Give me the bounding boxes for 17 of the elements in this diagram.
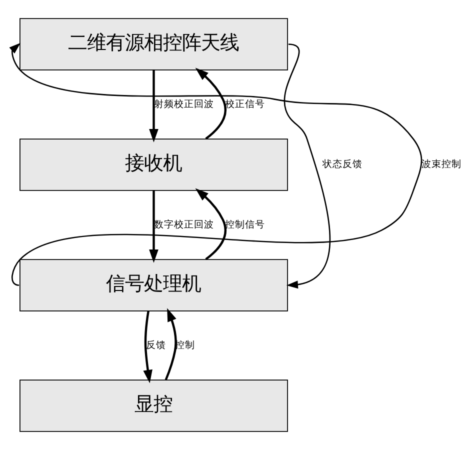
- edge-label: 控制信号: [225, 218, 266, 230]
- node-box: 显控: [20, 379, 288, 432]
- node-box: 信号处理机: [20, 258, 288, 311]
- edge-label: 反馈: [146, 339, 166, 350]
- arrow: [9, 42, 422, 286]
- arrow: [195, 67, 226, 140]
- node-box: 二维有源相控阵天线: [20, 18, 288, 70]
- node-box: 接收机: [20, 138, 288, 190]
- arrow: [149, 190, 158, 262]
- arrow: [143, 310, 152, 383]
- arrow: [284, 43, 330, 288]
- arrow: [195, 188, 226, 260]
- edge-label: 波束控制: [422, 158, 462, 170]
- arrow: [164, 308, 177, 380]
- edge-label: 状态反馈: [322, 158, 362, 170]
- edge-label: 校正信号: [225, 98, 266, 110]
- arrow: [149, 70, 158, 142]
